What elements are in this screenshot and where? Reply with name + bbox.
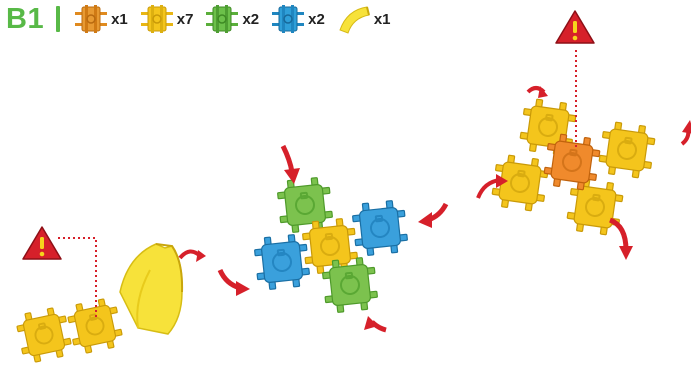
rotate-arrow-icon — [682, 120, 691, 144]
yellow-cross-assembly — [478, 11, 691, 260]
cross-assembly — [220, 146, 446, 330]
rotate-arrow-icon — [610, 220, 633, 260]
curved-ramp-piece — [120, 244, 182, 334]
arrow-right-icon — [220, 270, 250, 296]
arrow-down-icon — [283, 146, 300, 184]
yellow-piece-left — [15, 306, 74, 365]
blue-piece-right — [351, 199, 408, 256]
yellow-piece-right — [598, 121, 657, 180]
arrow-up-icon — [364, 316, 386, 330]
arrow-left-icon — [418, 204, 446, 228]
yellow-piece-bottom — [566, 178, 625, 237]
warning-icon — [556, 11, 594, 43]
rotate-arrow-icon — [528, 86, 548, 98]
warning-icon — [23, 227, 61, 259]
blue-piece-left — [253, 233, 310, 290]
ramp-assembly — [15, 227, 206, 364]
green-piece-top — [276, 176, 333, 233]
